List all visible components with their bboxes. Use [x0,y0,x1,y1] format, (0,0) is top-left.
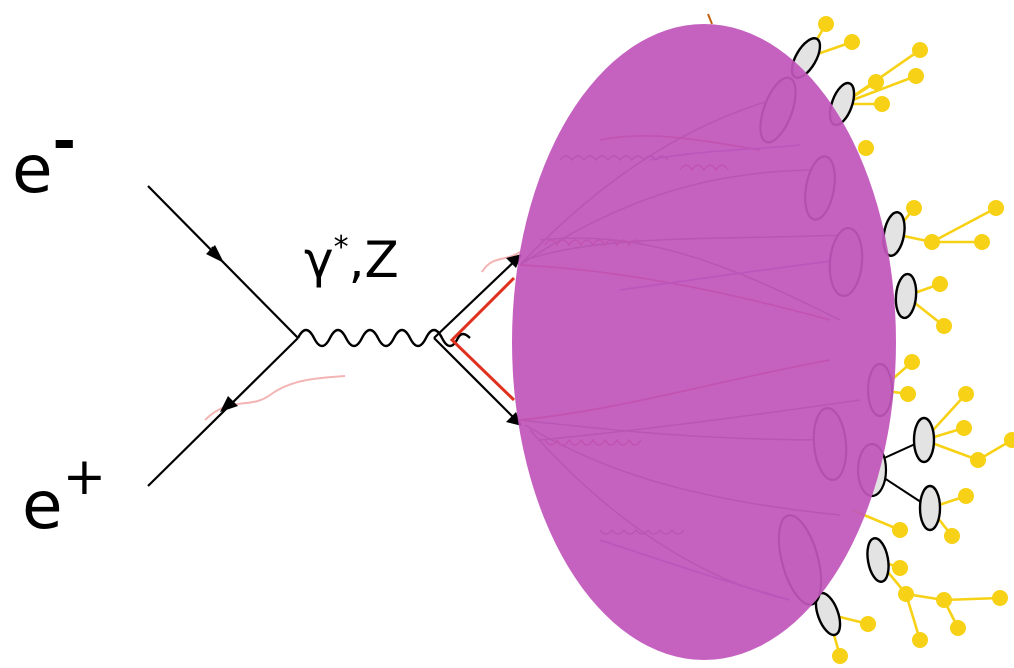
electron-label: e- [12,109,76,208]
final-particle [874,96,890,112]
final-particle [844,34,860,50]
boson-propagator [296,328,471,348]
final-particle [892,560,908,576]
electron-label-base: e [12,131,53,208]
final-particle [992,590,1008,606]
final-particle [892,522,908,538]
positron-label-base: e [22,467,63,544]
antiquark-arrow-head [506,412,522,426]
hadron [894,272,918,320]
positron-label: e+ [22,447,106,544]
faint-photon-line-lower [204,375,346,421]
outgoing-quarks [433,254,522,426]
final-particle [858,140,874,156]
final-particle [1004,432,1014,448]
final-particle [912,632,928,648]
final-particle [958,386,974,402]
final-particle [900,386,916,402]
final-particle [908,68,924,84]
faint-photon-line-upper [481,251,521,273]
incoming-leptons [147,185,299,487]
quark-highlight [449,276,516,402]
boson-label: γ*,Z [304,230,399,289]
hadron [912,416,936,464]
final-particle [904,354,920,370]
particle-track [931,206,997,244]
final-particle [912,42,928,58]
final-particle [950,620,966,636]
quark-line [433,255,521,339]
particle-track [943,596,1001,602]
final-particle [906,200,922,216]
electron-label-sup: - [53,109,76,174]
final-particle [860,616,876,632]
top-stub [707,13,713,25]
hadronization-blob [512,24,896,660]
hadron [866,537,890,583]
final-particle [832,648,848,664]
boson-label-rest: ,Z [349,231,399,289]
positron-arrow-head [220,396,238,412]
boson-label-sup: * [334,230,349,265]
positron-label-sup: + [63,447,107,507]
quark-arrow-head [506,254,522,268]
final-particle [974,234,990,250]
boson-label-base: γ [304,231,334,289]
final-particle [988,200,1004,216]
final-particle [958,488,974,504]
electron-arrow-head [206,245,224,263]
final-particle [944,528,960,544]
antiquark-line [433,337,521,425]
particle-track [904,593,922,641]
final-particle [936,318,952,334]
hadron [918,484,942,532]
final-particle [932,276,948,292]
final-particle [956,420,972,436]
positron-line [147,337,299,487]
final-particle [818,16,834,32]
